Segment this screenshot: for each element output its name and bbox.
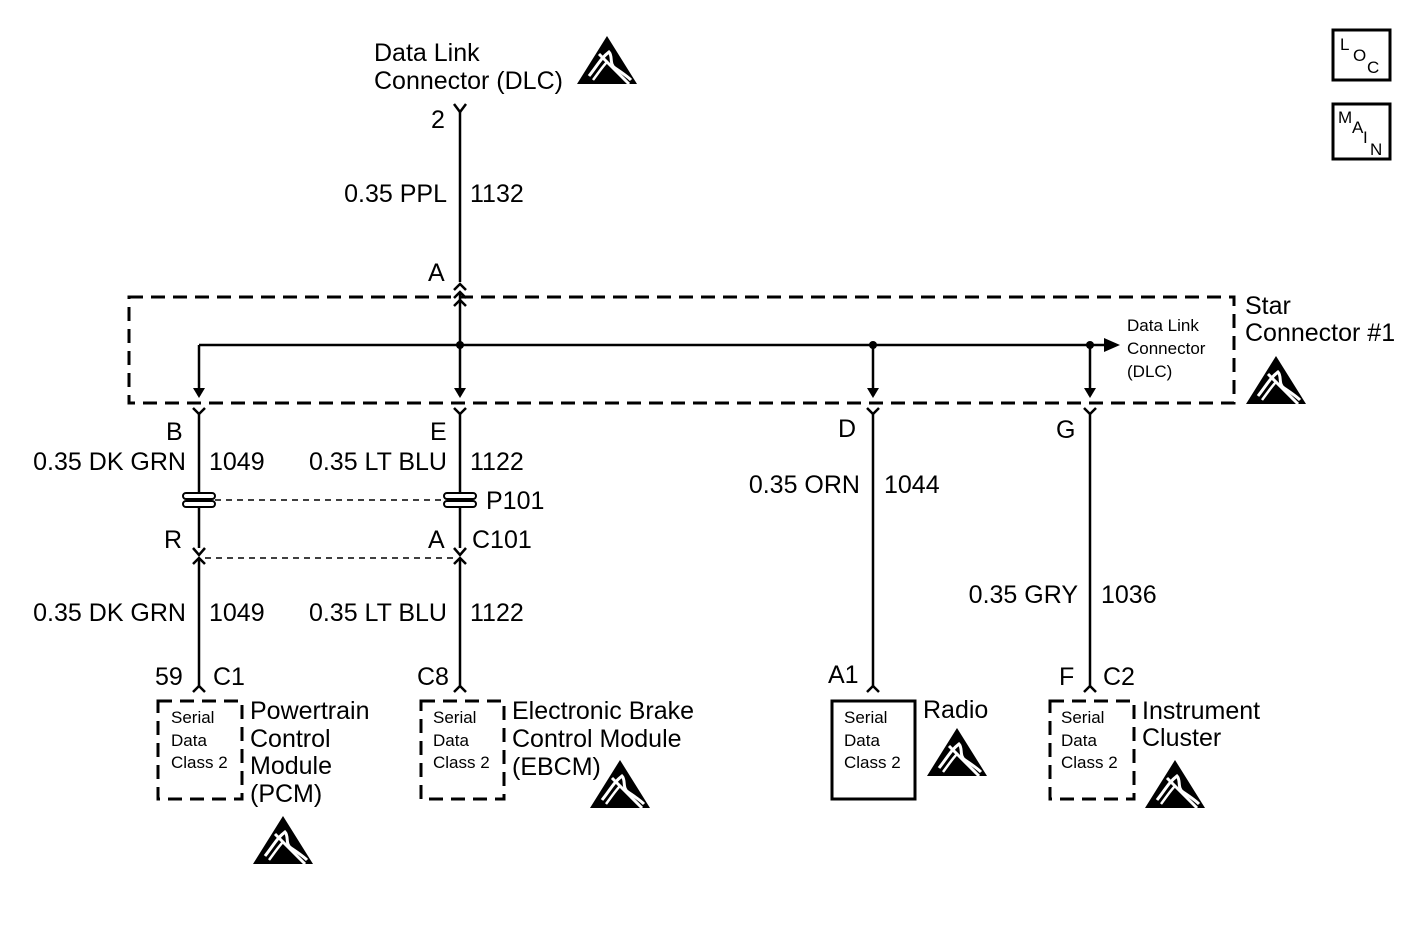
svg-text:C: C — [1367, 58, 1379, 77]
radio-name: Radio — [923, 696, 988, 724]
svg-text:Serial: Serial — [844, 708, 887, 727]
ebcm-serial-data-box — [419, 699, 506, 801]
radio-serial-data-box — [830, 699, 917, 801]
cluster-pin-top: G — [1056, 416, 1075, 444]
svg-text:Serial: Serial — [1061, 708, 1104, 727]
cluster-wire: 0.35 GRY — [969, 581, 1079, 609]
dlc-circuit-label: 1132 — [470, 180, 524, 208]
svg-text:N: N — [1370, 140, 1382, 159]
loc-button[interactable]: L O C — [1331, 28, 1392, 82]
star-input-pin: A — [428, 259, 445, 287]
pcm-name-line4: (PCM) — [250, 780, 322, 808]
ebcm-pin-top: E — [430, 418, 447, 446]
svg-text:Data: Data — [844, 731, 880, 750]
dlc-pin: 2 — [431, 106, 445, 134]
pcm-name-line1: Powertrain — [250, 697, 370, 725]
svg-text:Data: Data — [1061, 731, 1097, 750]
esd-warning-icon — [575, 34, 639, 86]
svg-text:Serial: Serial — [433, 708, 476, 727]
star-connector-box — [127, 295, 1236, 405]
cluster-serial-data-box — [1048, 699, 1136, 801]
cluster-module-connector: C2 — [1103, 663, 1135, 691]
dlc-title-line1: Data Link — [374, 39, 480, 67]
radio-circuit: 1044 — [884, 471, 940, 499]
cluster-name-line2: Cluster — [1142, 724, 1221, 752]
pcm-pin-mid: R — [164, 526, 182, 554]
svg-text:Class 2: Class 2 — [171, 753, 228, 772]
esd-warning-icon — [1244, 354, 1308, 406]
dlc-arrow-icon — [1104, 338, 1120, 352]
ebcm-pin-mid: A — [428, 526, 445, 554]
ebcm-name-line3: (EBCM) — [512, 753, 601, 781]
svg-text:Class 2: Class 2 — [844, 753, 901, 772]
radio-pin-top: D — [838, 415, 856, 443]
main-button[interactable]: M A I N — [1331, 102, 1392, 161]
star-dlc-ref-line2: Connector — [1127, 339, 1206, 358]
svg-text:M: M — [1338, 108, 1352, 127]
pcm-wire-top: 0.35 DK GRN — [33, 448, 186, 476]
ebcm-module-pin: C8 — [417, 663, 449, 691]
svg-text:L: L — [1340, 35, 1349, 54]
ebcm-wire-bottom: 0.35 LT BLU — [309, 599, 447, 627]
ebcm-circuit-bottom: 1122 — [470, 599, 524, 627]
dlc-title-line2: Connector (DLC) — [374, 67, 563, 95]
star-dlc-ref-line3: (DLC) — [1127, 362, 1172, 381]
star-dlc-ref-line1: Data Link — [1127, 316, 1199, 335]
esd-warning-icon — [251, 814, 315, 866]
svg-text:Class 2: Class 2 — [1061, 753, 1118, 772]
radio-wire: 0.35 ORN — [749, 471, 860, 499]
svg-text:Data: Data — [433, 731, 469, 750]
pcm-name-line2: Control — [250, 725, 331, 753]
svg-text:Serial: Serial — [171, 708, 214, 727]
esd-warning-icon — [925, 726, 989, 778]
ebcm-wire-top: 0.35 LT BLU — [309, 448, 447, 476]
c101-label: C101 — [472, 526, 532, 554]
svg-text:A: A — [1352, 118, 1364, 137]
svg-text:Data: Data — [171, 731, 207, 750]
svg-text:Class 2: Class 2 — [433, 753, 490, 772]
pcm-serial-data-box — [156, 699, 244, 801]
ebcm-name-line2: Control Module — [512, 725, 682, 753]
svg-text:I: I — [1363, 128, 1368, 147]
ebcm-name-line1: Electronic Brake — [512, 697, 694, 725]
pcm-module-pin: 59 — [155, 663, 183, 691]
pcm-name-line3: Module — [250, 752, 332, 780]
esd-warning-icon — [1143, 758, 1207, 810]
ebcm-circuit-top: 1122 — [470, 448, 524, 476]
star-title-line2: Connector #1 — [1245, 319, 1395, 347]
pcm-wire-bottom: 0.35 DK GRN — [33, 599, 186, 627]
pcm-pin-top: B — [166, 418, 183, 446]
star-title-line1: Star — [1245, 292, 1291, 320]
cluster-module-pin: F — [1059, 663, 1074, 691]
cluster-name-line1: Instrument — [1142, 697, 1260, 725]
dlc-wire-label: 0.35 PPL — [344, 180, 447, 208]
pcm-module-connector: C1 — [213, 663, 245, 691]
cluster-circuit: 1036 — [1101, 581, 1157, 609]
svg-text:O: O — [1353, 46, 1366, 65]
pcm-circuit-top: 1049 — [209, 448, 265, 476]
p101-label: P101 — [486, 487, 544, 515]
pcm-circuit-bottom: 1049 — [209, 599, 265, 627]
dlc-pin-connector — [453, 103, 467, 115]
radio-module-pin: A1 — [828, 661, 859, 689]
